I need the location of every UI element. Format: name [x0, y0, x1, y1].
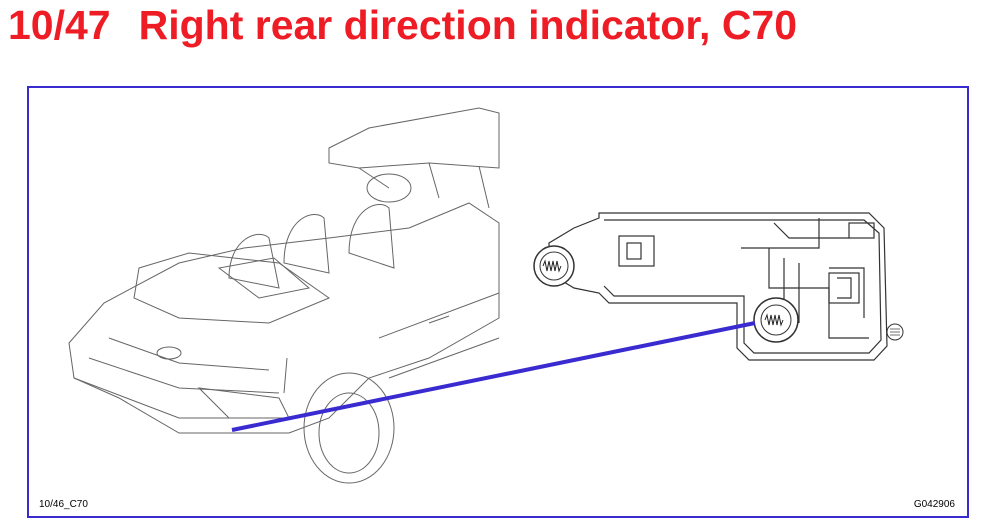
bulb-socket-icon	[533, 245, 575, 287]
bulb-socket-icon	[753, 297, 799, 343]
figure-ref-left: 10/46_C70	[39, 499, 88, 510]
car-convertible-illustration	[68, 107, 500, 484]
section-title: Right rear direction indicator, C70	[138, 2, 798, 48]
pointer-line	[231, 321, 756, 432]
bulb-socket-icon	[886, 323, 904, 341]
figure-illustration	[68, 107, 904, 484]
bulb-holder-illustration	[548, 212, 888, 361]
figure-frame: 10/46_C70 G042906	[27, 86, 969, 518]
page-title: 10/47 Right rear direction indicator, C70	[8, 0, 797, 50]
section-number: 10/47	[8, 2, 111, 48]
figure-ref-right: G042906	[913, 499, 955, 510]
